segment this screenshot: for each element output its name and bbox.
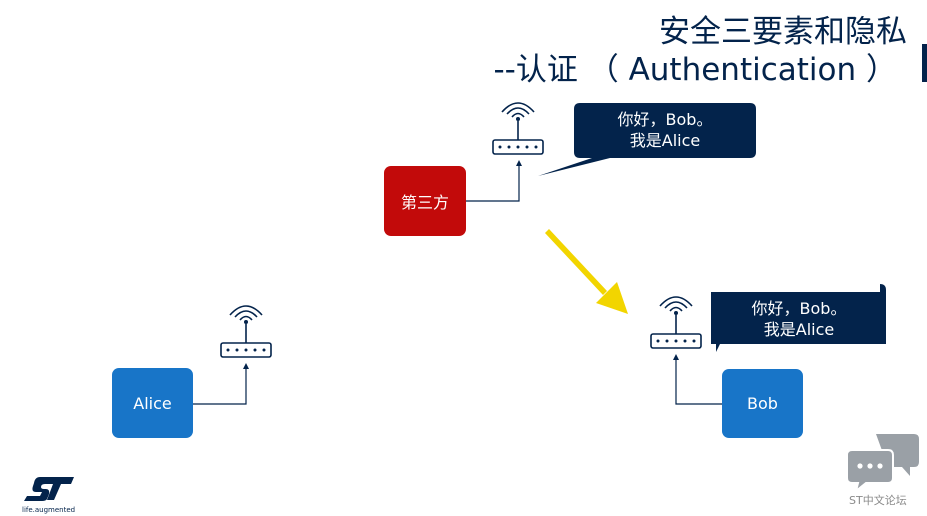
router-icon-third bbox=[492, 102, 544, 155]
title-line-2: --认证 （ Authentication ） bbox=[493, 52, 898, 88]
st-logo-icon bbox=[24, 477, 74, 501]
connector-bob-router bbox=[675, 357, 722, 405]
chat-bubbles-icon bbox=[846, 434, 919, 494]
intercepted-message-line-2: 我是Alice bbox=[629, 131, 701, 150]
third-party-node: 第三方 bbox=[384, 166, 466, 236]
yellow-arrow bbox=[545, 229, 628, 314]
intercepted-message: 你好，Bob。 我是Alice bbox=[576, 109, 754, 151]
router-icon-alice bbox=[220, 305, 272, 358]
intercepted-message-line-1: 你好，Bob。 bbox=[617, 110, 713, 129]
speech-bubble-bob bbox=[711, 284, 886, 352]
connector-third-router bbox=[466, 163, 520, 202]
alice-node: Alice bbox=[112, 368, 193, 438]
speech-bubble-top bbox=[538, 103, 756, 176]
forum-label: ST中文论坛 bbox=[849, 494, 907, 507]
delivered-message-line-1: 你好，Bob。 bbox=[751, 299, 847, 318]
connector-alice-router bbox=[193, 366, 247, 405]
bob-node: Bob bbox=[722, 369, 803, 438]
edge-accent-bar bbox=[922, 44, 927, 82]
title-line-1: 安全三要素和隐私 bbox=[659, 14, 907, 50]
delivered-message-line-2: 我是Alice bbox=[763, 320, 835, 339]
logo-tagline: life.augmented bbox=[22, 506, 76, 514]
delivered-message: 你好，Bob。 我是Alice bbox=[716, 298, 882, 340]
router-icon-bob bbox=[650, 296, 702, 349]
